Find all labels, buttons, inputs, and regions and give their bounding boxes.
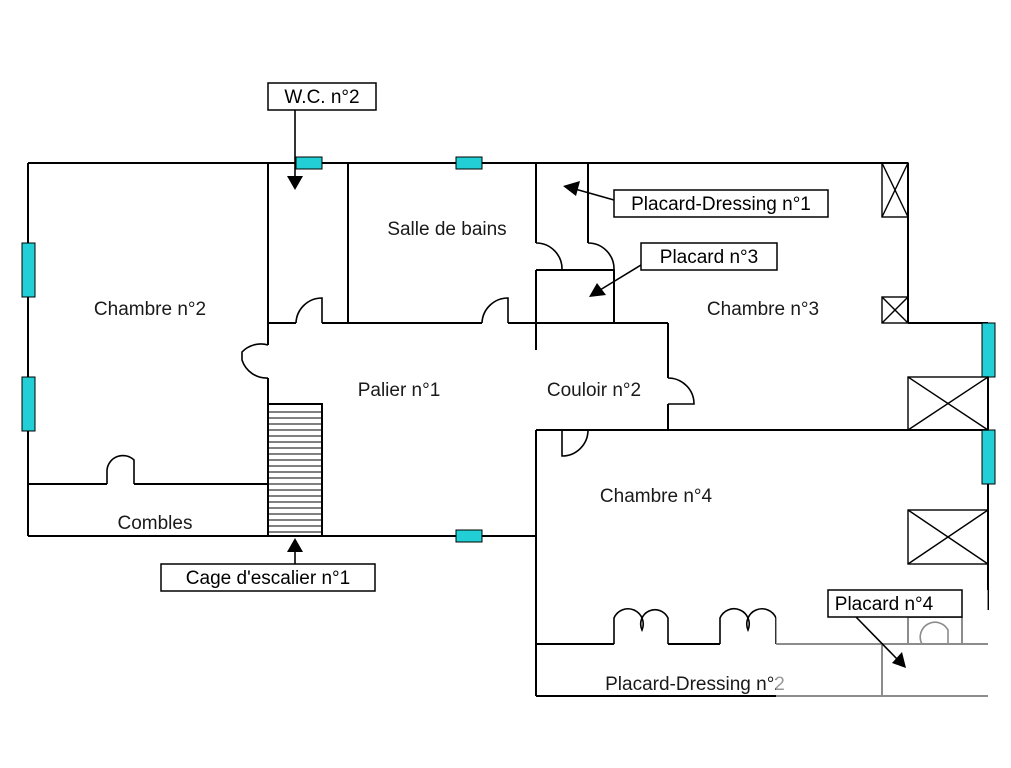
crossed-boxes: [881, 162, 989, 565]
staircase: [267, 403, 323, 537]
room-label-chambre2: Chambre n°2: [94, 299, 206, 320]
arrow-down-icon: [287, 176, 303, 190]
window: [981, 429, 996, 485]
room-label-combles: Combles: [118, 513, 193, 534]
window: [21, 376, 36, 432]
window: [21, 242, 36, 298]
callout-placard-dressing1: Placard-Dressing n°1: [563, 181, 829, 218]
room-label-chambre4: Chambre n°4: [600, 486, 713, 507]
window: [455, 529, 483, 543]
callout-placard4-label: Placard n°4: [835, 594, 934, 615]
room-labels: Chambre n°2 Salle de bains Chambre n°3 P…: [94, 219, 819, 695]
callout-placard3: Placard n°3: [589, 242, 778, 297]
callouts: W.C. n°2 Placard-Dressing n°1 Placard n°…: [160, 82, 988, 700]
callout-placard4: Placard n°4: [776, 589, 988, 700]
room-label-palier1: Palier n°1: [358, 380, 441, 401]
room-label-salle-de-bains: Salle de bains: [387, 219, 506, 240]
window: [455, 156, 483, 170]
window: [981, 322, 996, 378]
arrow-down-right-icon: [892, 652, 906, 668]
arrow-up-icon: [287, 538, 303, 552]
callout-placard-dressing1-label: Placard-Dressing n°1: [631, 194, 811, 215]
room-label-couloir2: Couloir n°2: [547, 380, 641, 401]
callout-cage-escalier1: Cage d'escalier n°1: [160, 538, 376, 592]
room-label-placard-dressing2: Placard-Dressing n°2: [605, 674, 785, 695]
room-label-chambre3: Chambre n°3: [707, 299, 819, 320]
callout-wc2: W.C. n°2: [267, 82, 377, 190]
windows: [21, 156, 996, 543]
callout-wc2-label: W.C. n°2: [284, 87, 359, 108]
arrow-left-icon: [563, 181, 580, 196]
arrow-down-left-icon: [589, 283, 606, 297]
window: [295, 156, 323, 170]
callout-cage-escalier1-label: Cage d'escalier n°1: [186, 568, 350, 589]
callout-placard3-label: Placard n°3: [660, 247, 758, 268]
